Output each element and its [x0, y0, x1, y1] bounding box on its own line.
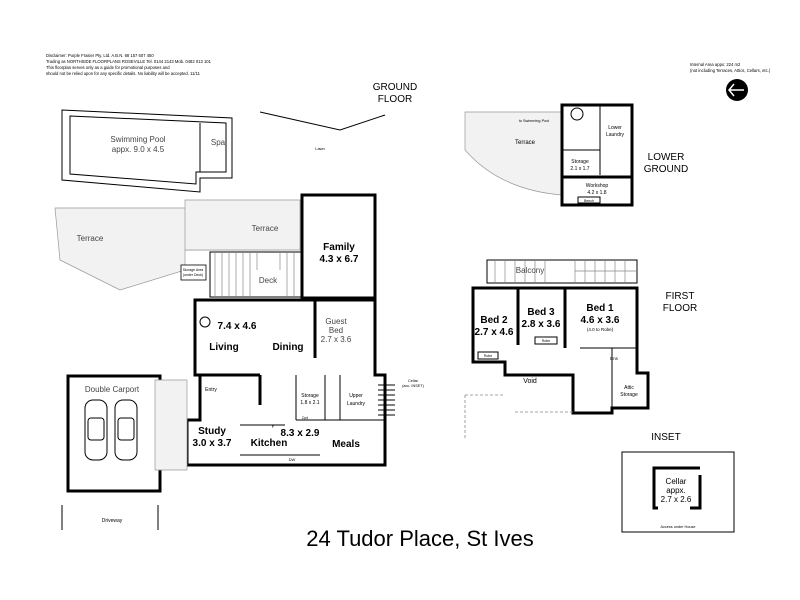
ground-floor-heading: GROUND: [373, 82, 417, 93]
cellar-label: Cellar: [666, 477, 687, 486]
inset-heading: INSET: [651, 432, 680, 443]
ensuite-label: Ens: [610, 356, 619, 361]
dishwasher-label: DW: [289, 457, 296, 462]
inset-frame: [621, 451, 735, 533]
driveway-label: Driveway: [102, 518, 123, 524]
balcony-label: Balcony: [516, 266, 544, 275]
first-floor-heading: FIRST: [666, 291, 695, 302]
cellar-size: 2.7 x 2.6: [661, 495, 692, 504]
balcony: [486, 259, 638, 284]
fireplace-icon: [199, 316, 211, 328]
to-pool-label: to Swimming Pool: [519, 119, 550, 123]
bed3-label: Bed 3: [527, 307, 555, 318]
family-room: [300, 193, 377, 300]
inset: INSET Cellar appx. 2.7 x 2.6 Access unde…: [621, 432, 735, 533]
robe-label: Robe: [542, 339, 550, 343]
storage-size: 1.8 x 2.1: [300, 400, 319, 406]
lower-storage-label: Storage: [571, 159, 589, 165]
lower-storage-size: 2.1 x 1.7: [570, 166, 589, 172]
upper-laundry-label: Laundry: [347, 401, 366, 407]
pool-label: Swimming Pool: [110, 135, 165, 144]
lower-laundry-label: Lower: [608, 125, 622, 131]
terrace-right-label: Terrace: [252, 224, 279, 233]
guest-bed-label: Bed: [329, 326, 343, 335]
lower-terrace-label: Terrace: [515, 140, 536, 146]
lower-ground-walls: [560, 103, 634, 207]
void-label: Void: [523, 378, 537, 385]
robe-label: Robe: [484, 354, 492, 358]
ground-floor: GROUND FLOOR Swimming Pool appx. 9.0 x 4…: [54, 82, 425, 530]
living-label: Living: [209, 342, 238, 353]
terrace-right: [184, 199, 301, 251]
cellar-label: appx.: [666, 486, 686, 495]
stairs: [378, 384, 395, 416]
terrace-left-label: Terrace: [77, 234, 104, 243]
car-icon: [84, 399, 138, 461]
deck-label: Deck: [259, 276, 278, 285]
entry-label: Entry: [205, 387, 217, 393]
area-note-line: Internal Area appx: 224 m2: [690, 62, 741, 67]
first-floor: Balcony Bed 2 2.7 x 4.6 Bed 3 2.8 x 3.6 …: [464, 259, 697, 440]
lawn-label: Lawn: [315, 146, 325, 151]
carport-label: Double Carport: [85, 385, 140, 394]
bench-label: Bench: [584, 199, 594, 203]
guest-bed-size: 2.7 x 3.6: [321, 335, 352, 344]
deck: [209, 251, 303, 298]
bed2-size: 2.7 x 4.6: [475, 327, 514, 338]
lower-ground: to Swimming Pool Terrace Lower Laundry S…: [464, 103, 688, 207]
upper-laundry-label: Upper: [349, 393, 363, 399]
bed2-label: Bed 2: [480, 315, 508, 326]
ground-floor-heading: FLOOR: [378, 94, 412, 105]
bed1-note: (4.0 to Robe): [587, 327, 614, 332]
attic-storage-label: Storage: [620, 392, 638, 398]
study-label: Study: [198, 426, 226, 437]
storage-area-note: (under Deck): [183, 273, 203, 277]
cellar-walls: [652, 466, 702, 510]
disclaimer-line: This floorplan serves only as a guide fo…: [46, 65, 170, 70]
page-title: 24 Tudor Place, St Ives: [306, 526, 533, 551]
storage-label: Storage: [301, 393, 319, 399]
disclaimer: Disclaimer: Purple Frasier Pty. Ltd. A.B…: [46, 53, 212, 76]
family-size: 4.3 x 6.7: [320, 254, 359, 265]
dining-label: Dining: [272, 342, 303, 353]
lower-ground-heading: GROUND: [644, 164, 688, 175]
bed3-size: 2.8 x 3.6: [522, 319, 561, 330]
lower-terrace: [464, 111, 563, 196]
swimming-pool: [61, 109, 233, 193]
disclaimer-line: should not be relied upon for any specif…: [46, 71, 201, 76]
bed1-label: Bed 1: [586, 303, 614, 314]
meals-label: Meals: [332, 439, 360, 450]
lower-ground-heading: LOWER: [648, 152, 685, 163]
first-floor-heading: FLOOR: [663, 303, 697, 314]
kitchen-label: Kitchen: [251, 438, 288, 449]
family-label: Family: [323, 242, 355, 253]
workshop-size: 4.2 x 1.8: [587, 190, 606, 196]
disclaimer-line: Trading as NORTHSIDE FLOORPLANS ROSEVILL…: [46, 59, 212, 64]
guest-bed-label: Guest: [325, 317, 347, 326]
attic-storage-label: Attic: [624, 385, 634, 391]
first-floor-walls: [471, 286, 650, 415]
spiral-stair-icon: [570, 107, 584, 121]
spa-label: Spa: [211, 138, 226, 147]
meals-size: 8.3 x 2.9: [281, 428, 320, 439]
cellar-ref-note: (acc. INSET): [402, 384, 424, 388]
north-arrow-icon: [726, 79, 748, 101]
workshop-label: Workshop: [586, 183, 609, 189]
bed1-size: 4.6 x 3.6: [581, 315, 620, 326]
lower-laundry-label: Laundry: [606, 132, 625, 138]
disclaimer-line: Disclaimer: Purple Frasier Pty. Ltd. A.B…: [46, 53, 154, 58]
study-size: 3.0 x 3.7: [193, 438, 232, 449]
fridge-label: F: [272, 424, 275, 429]
area-note-line: (not including Terraces, Attics, Cellars…: [690, 68, 771, 73]
cellar-ref-label: Cellar: [408, 379, 419, 383]
pool-size: appx. 9.0 x 4.5: [112, 145, 165, 154]
cupboard-label: Cpd: [302, 416, 308, 420]
area-note: Internal Area appx: 224 m2 (not includin…: [690, 62, 771, 73]
storage-area-label: Storage Area: [183, 268, 203, 272]
access-label: Access under House: [660, 525, 695, 529]
living-dining-size: 7.4 x 4.6: [218, 321, 257, 332]
